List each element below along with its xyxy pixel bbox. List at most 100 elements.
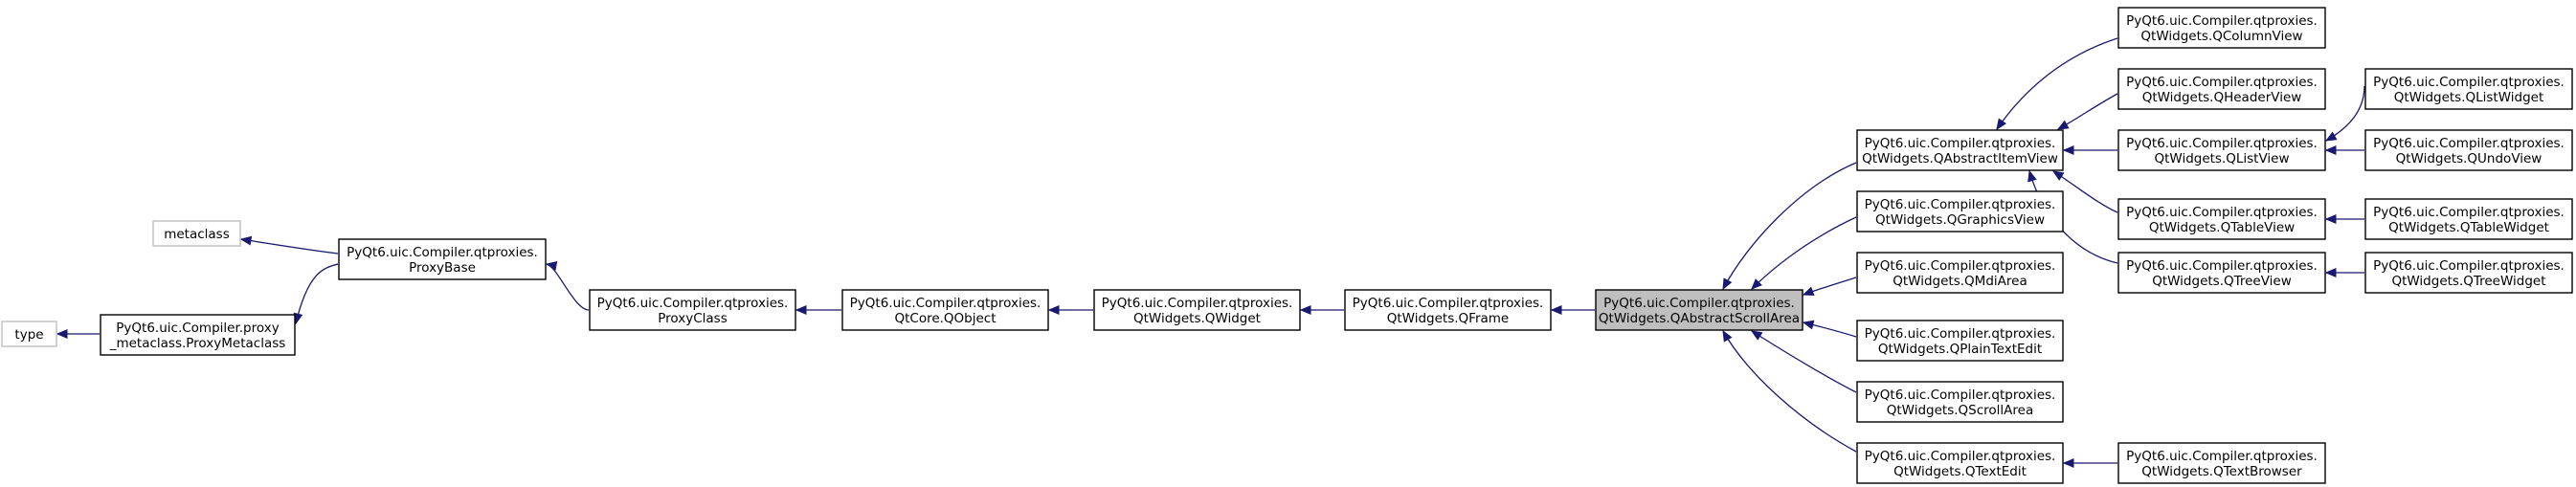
edge-ProxyMetaclass-to-type [56,329,100,339]
node-label-line: QtWidgets.QMdiArea [1893,274,2027,289]
node-label-line: PyQt6.uic.Compiler.qtproxies. [2126,75,2318,90]
node-QAbstractItemView[interactable]: PyQt6.uic.Compiler.qtproxies.QtWidgets.Q… [1856,129,2064,171]
node-QWidget[interactable]: PyQt6.uic.Compiler.qtproxies.QtWidgets.Q… [1093,289,1301,331]
node-box [1856,252,2064,294]
arrowhead [1722,329,1733,343]
edge-line [1722,330,1857,453]
node-QAbstractScrollArea[interactable]: PyQt6.uic.Compiler.qtproxies.QtWidgets.Q… [1595,289,1803,331]
node-box [1,321,57,347]
edge-line [1722,162,1857,290]
node-QObject[interactable]: PyQt6.uic.Compiler.qtproxies.QtCore.QObj… [841,289,1049,331]
edge-line [1751,216,1857,290]
edge-line [1996,37,2118,130]
node-label-line: QtWidgets.QAbstractItemView [1862,151,2058,166]
arrowhead [2051,170,2065,181]
node-label-line: PyQt6.uic.Compiler.qtproxies. [2126,449,2318,464]
arrowhead [2062,145,2074,155]
arrowhead [1802,320,1815,330]
edge-QTableWidget-to-QTableView [2324,214,2365,224]
node-QUndoView[interactable]: PyQt6.uic.Compiler.qtproxies.QtWidgets.Q… [2364,129,2573,171]
node-label-line: PyQt6.uic.Compiler.qtproxies. [347,245,538,260]
node-ProxyClass[interactable]: PyQt6.uic.Compiler.qtproxies.ProxyClass [589,289,796,331]
node-QPlainTextEdit[interactable]: PyQt6.uic.Compiler.qtproxies.QtWidgets.Q… [1856,320,2064,362]
node-box [2117,68,2326,110]
nodes-layer: typemetaclassPyQt6.uic.Compiler.proxy_me… [1,7,2573,484]
arrowhead [2027,169,2037,183]
edge-QAbstractScrollArea-to-QFrame [1550,305,1595,315]
arrowhead [2324,131,2338,142]
node-box [841,289,1049,331]
node-label-line: QtWidgets.QTreeWidget [2391,274,2545,289]
arrowhead [2056,120,2070,130]
arrowhead [1047,305,1060,315]
node-box [589,289,796,331]
edge-QMdiArea-to-QAbstractScrollArea [1802,277,1857,296]
node-label-line: PyQt6.uic.Compiler.qtproxies. [1865,449,2056,464]
node-label-line: ProxyBase [409,260,476,276]
node-label-line: PyQt6.uic.Compiler.qtproxies. [2126,205,2318,220]
node-label-line: PyQt6.uic.Compiler.qtproxies. [1865,197,2056,212]
node-label-line: PyQt6.uic.Compiler.qtproxies. [1102,296,1293,311]
node-box [1595,289,1803,331]
edge-QWidget-to-QObject [1047,305,1093,315]
edge-QFrame-to-QWidget [1299,305,1344,315]
node-box [338,238,547,280]
arrowhead [1751,278,1762,290]
edge-line [546,263,590,311]
node-QTableView[interactable]: PyQt6.uic.Compiler.qtproxies.QtWidgets.Q… [2117,198,2326,240]
node-box [2364,252,2573,294]
node-label-line: PyQt6.uic.Compiler.qtproxies. [1865,326,2056,342]
node-QTableWidget[interactable]: PyQt6.uic.Compiler.qtproxies.QtWidgets.Q… [2364,198,2573,240]
edge-QObject-to-ProxyClass [795,305,841,315]
arrowhead [795,305,807,315]
node-QListWidget[interactable]: PyQt6.uic.Compiler.qtproxies.QtWidgets.Q… [2364,68,2573,110]
node-ProxyMetaclass[interactable]: PyQt6.uic.Compiler.proxy_metaclass.Proxy… [100,314,296,356]
node-label-line: QtWidgets.QScrollArea [1887,403,2033,418]
node-QColumnView[interactable]: PyQt6.uic.Compiler.qtproxies.QtWidgets.Q… [2117,7,2326,49]
arrowhead [56,329,68,339]
node-QTextEdit[interactable]: PyQt6.uic.Compiler.qtproxies.QtWidgets.Q… [1856,442,2064,484]
node-ProxyBase[interactable]: PyQt6.uic.Compiler.qtproxies.ProxyBase [338,238,547,280]
edge-QAbstractItemView-to-QAbstractScrollArea [1722,162,1857,291]
node-label-line: PyQt6.uic.Compiler.qtproxies. [2373,136,2565,151]
node-QHeaderView[interactable]: PyQt6.uic.Compiler.qtproxies.QtWidgets.Q… [2117,68,2326,110]
node-QFrame[interactable]: PyQt6.uic.Compiler.qtproxies.QtWidgets.Q… [1344,289,1552,331]
node-label-line: QtWidgets.QTableView [2149,220,2295,235]
edge-ProxyBase-to-ProxyMetaclass [293,263,339,325]
edge-QColumnView-to-QAbstractItemView [1996,37,2118,131]
node-label-line: PyQt6.uic.Compiler.qtproxies. [2373,75,2565,90]
node-QGraphicsView[interactable]: PyQt6.uic.Compiler.qtproxies.QtWidgets.Q… [1856,190,2064,232]
node-QTextBrowser[interactable]: PyQt6.uic.Compiler.qtproxies.QtWidgets.Q… [2117,442,2326,484]
node-label-line: PyQt6.uic.Compiler.qtproxies. [1865,258,2056,274]
node-label-line: PyQt6.uic.Compiler.qtproxies. [1865,387,2056,403]
node-box [1856,190,2064,232]
node-box [1856,381,2064,423]
arrowhead [2062,458,2074,468]
edge-ProxyBase-to-metaclass [239,235,339,255]
node-box [2117,252,2326,294]
node-box [1856,320,2064,362]
node-box [1093,289,1301,331]
node-QTreeView[interactable]: PyQt6.uic.Compiler.qtproxies.QtWidgets.Q… [2117,252,2326,294]
node-box [2117,198,2326,240]
node-label-line: _metaclass.ProxyMetaclass [109,336,286,351]
node-label-line: QtWidgets.QTableWidget [2388,220,2549,235]
arrowhead [1750,330,1763,341]
node-QListView[interactable]: PyQt6.uic.Compiler.qtproxies.QtWidgets.Q… [2117,129,2326,171]
arrowhead [1802,286,1815,296]
node-QTreeWidget[interactable]: PyQt6.uic.Compiler.qtproxies.QtWidgets.Q… [2364,252,2573,294]
node-label-line: QtWidgets.QListView [2154,151,2289,166]
node-QScrollArea[interactable]: PyQt6.uic.Compiler.qtproxies.QtWidgets.Q… [1856,381,2064,423]
edge-QPlainTextEdit-to-QAbstractScrollArea [1802,320,1857,338]
edge-line [2028,170,2118,264]
edge-line [2057,93,2118,130]
node-QMdiArea[interactable]: PyQt6.uic.Compiler.qtproxies.QtWidgets.Q… [1856,252,2064,294]
edge-QTextBrowser-to-QTextEdit [2062,458,2118,468]
node-box [152,220,241,247]
node-label-line: PyQt6.uic.Compiler.proxy [116,321,279,336]
edge-line [240,238,339,255]
node-label-line: QtWidgets.QTreeView [2152,274,2292,289]
edge-QTreeView-to-QAbstractItemView [2027,169,2118,264]
node-label-line: PyQt6.uic.Compiler.qtproxies. [2373,258,2565,274]
